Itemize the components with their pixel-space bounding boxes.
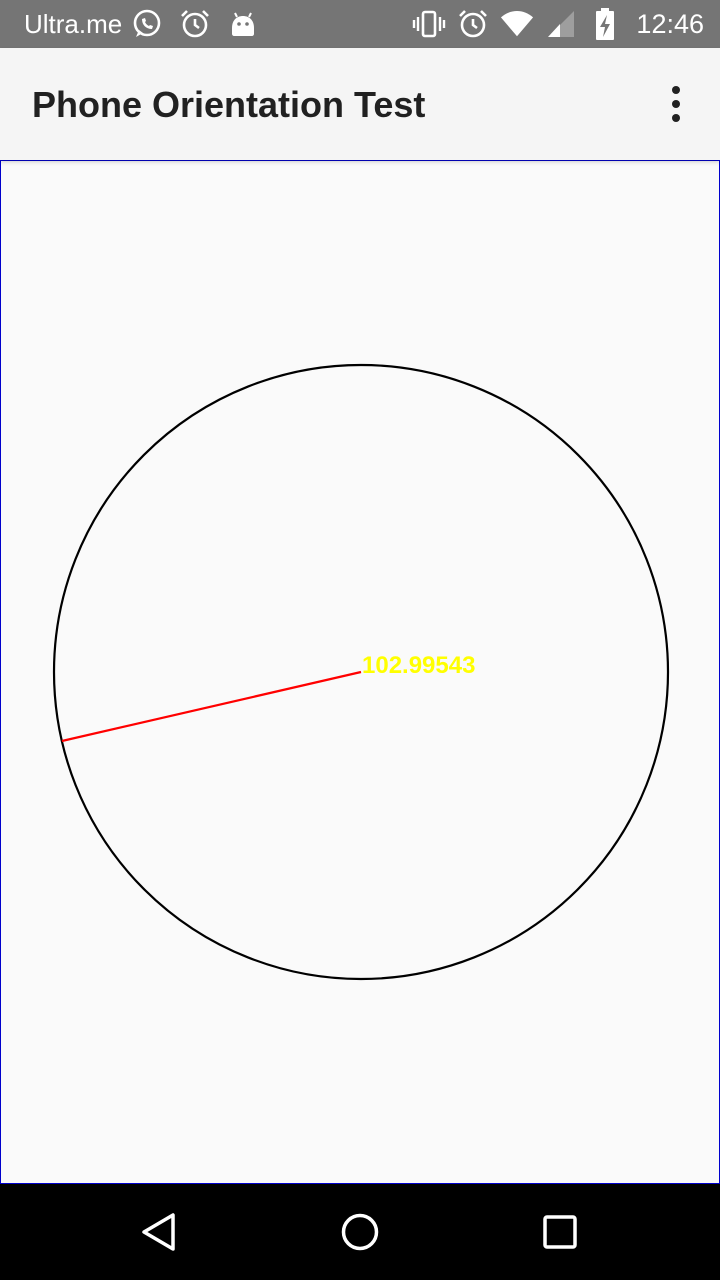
- orientation-view: 102.99543: [0, 160, 720, 1184]
- orientation-circle: [52, 363, 670, 981]
- status-right: 12:46: [412, 0, 704, 48]
- navigation-bar: [0, 1184, 720, 1280]
- alarm-icon: [456, 7, 490, 41]
- alarm-icon: [178, 7, 212, 41]
- menu-dot: [672, 86, 680, 94]
- orientation-canvas: 102.99543: [52, 363, 670, 981]
- cell-signal-icon: [544, 7, 578, 41]
- home-icon[interactable]: [336, 1208, 384, 1256]
- whatsapp-icon: [130, 7, 164, 41]
- orientation-needle: [61, 670, 362, 743]
- page-title: Phone Orientation Test: [32, 84, 426, 125]
- clock: 12:46: [636, 8, 704, 39]
- vibrate-icon: [412, 7, 446, 41]
- angle-readout: 102.99543: [362, 652, 475, 679]
- app-bar: Phone Orientation Test: [0, 48, 720, 160]
- status-bar: Ultra.me: [0, 0, 720, 48]
- battery-charging-icon: [588, 7, 622, 41]
- recents-icon[interactable]: [536, 1208, 584, 1256]
- back-icon[interactable]: [136, 1208, 184, 1256]
- android-icon: [226, 7, 260, 41]
- overflow-menu-icon[interactable]: [652, 80, 700, 128]
- carrier-name: Ultra.me: [24, 8, 123, 39]
- status-left: Ultra.me: [24, 0, 274, 48]
- wifi-icon: [500, 7, 534, 41]
- menu-dot: [672, 114, 680, 122]
- menu-dot: [672, 100, 680, 108]
